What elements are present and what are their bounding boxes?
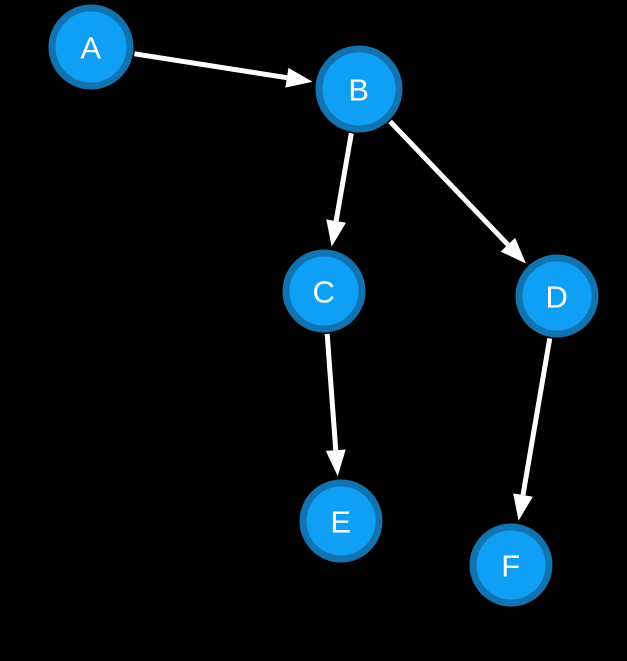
arrowhead-icon	[285, 67, 313, 88]
node-circle[interactable]	[315, 45, 403, 133]
node-circle[interactable]	[299, 479, 383, 563]
arrowhead-icon	[500, 237, 526, 264]
edges-layer	[134, 51, 553, 521]
arrowhead-icon	[326, 219, 346, 247]
node-circle[interactable]	[515, 254, 599, 338]
graph-node-f[interactable]: F	[469, 523, 553, 607]
edge-line	[324, 333, 339, 451]
edge-line	[388, 119, 510, 247]
graph-node-a[interactable]: A	[48, 4, 134, 90]
graph-node-d[interactable]: D	[515, 254, 599, 338]
nodes-layer: A B C D E F	[48, 4, 599, 607]
graph-node-b[interactable]: B	[315, 45, 403, 133]
edge-line	[333, 132, 354, 222]
edge-d-to-f[interactable]	[513, 337, 553, 521]
edge-line	[520, 337, 553, 496]
graph-node-c[interactable]: C	[282, 249, 366, 333]
node-circle[interactable]	[469, 523, 553, 607]
edge-line	[134, 51, 288, 81]
arrowhead-icon	[513, 493, 533, 521]
graph-node-e[interactable]: E	[299, 479, 383, 563]
edge-b-to-c[interactable]	[326, 132, 354, 247]
edge-a-to-b[interactable]	[134, 51, 313, 88]
edge-c-to-e[interactable]	[324, 333, 346, 477]
node-circle[interactable]	[282, 249, 366, 333]
arrowhead-icon	[325, 449, 346, 477]
node-circle[interactable]	[48, 4, 134, 90]
edge-b-to-d[interactable]	[388, 119, 526, 264]
